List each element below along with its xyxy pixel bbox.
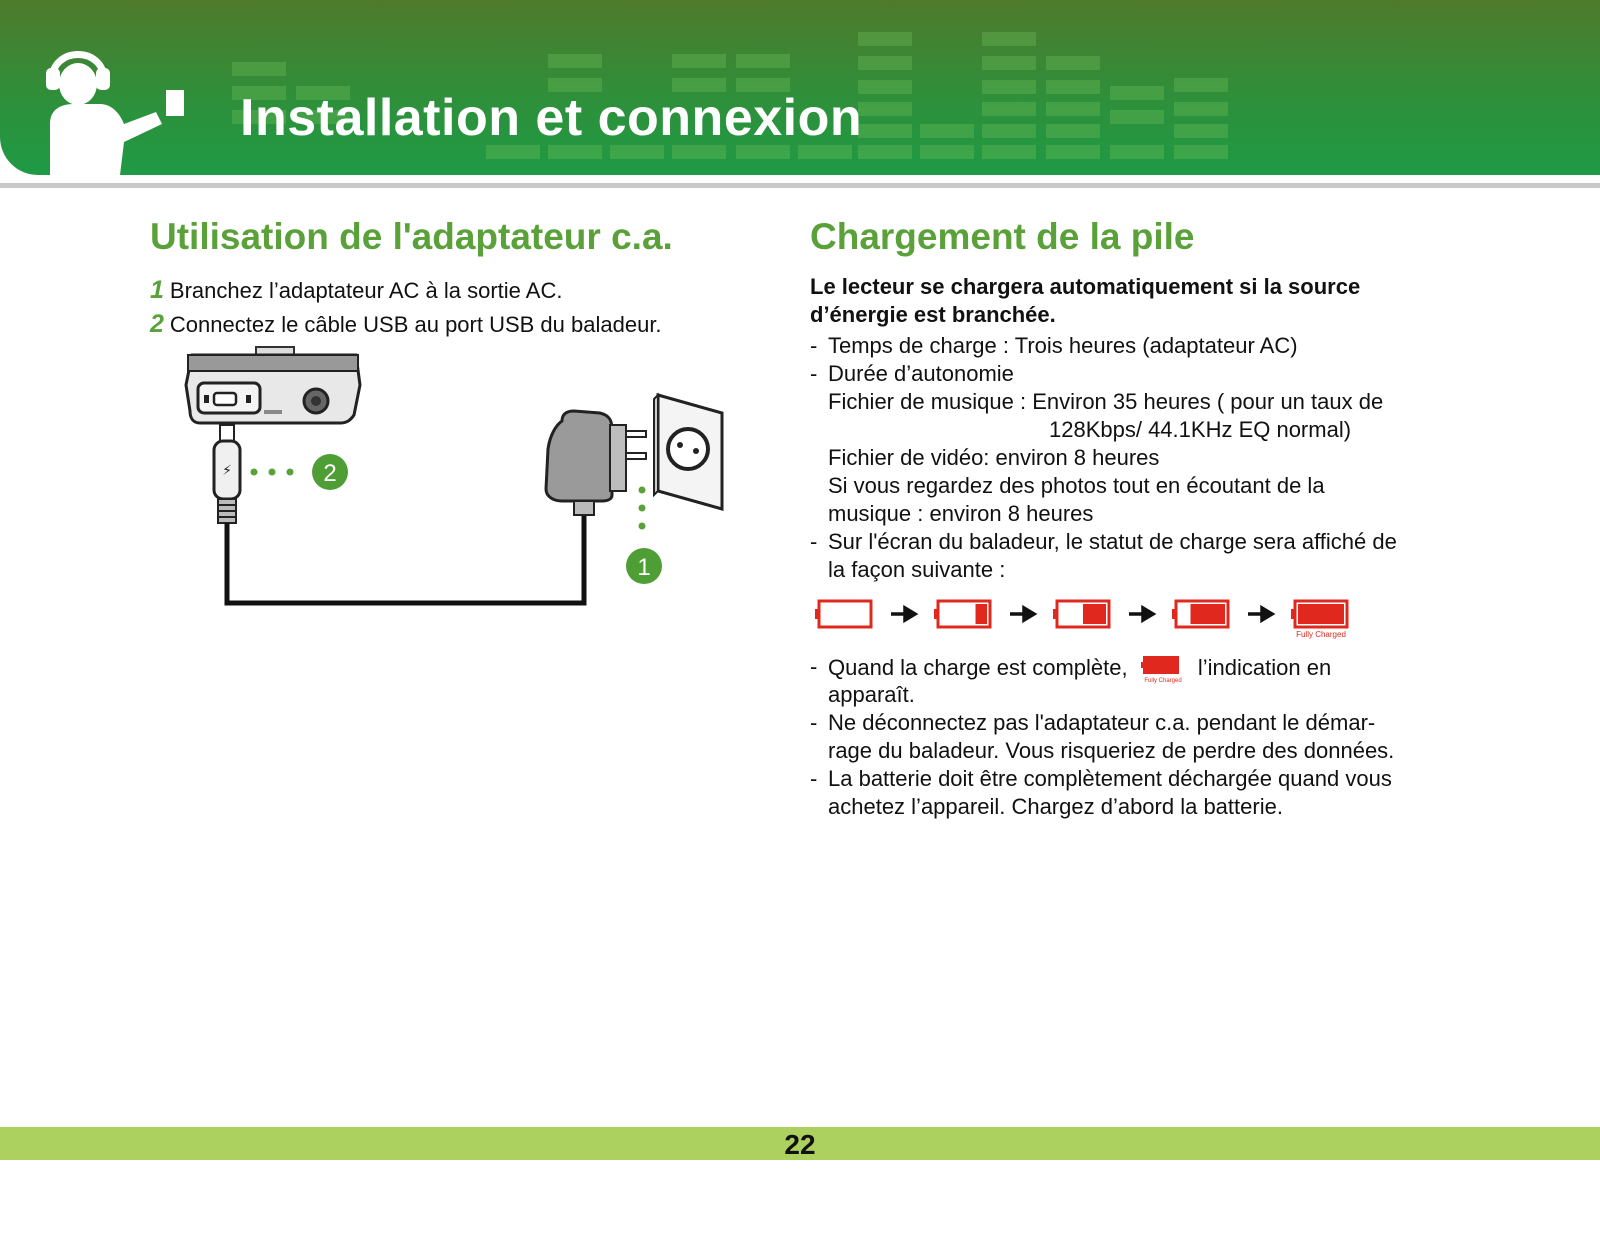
step-number: 1 <box>150 276 164 304</box>
battery-status-sequence: Fully Charged <box>815 599 1349 639</box>
full-battery-icon: Fully Charged <box>1140 656 1181 684</box>
adapter-connection-illustration: ⚡ 2 1 <box>184 346 724 606</box>
arrow-right-icon <box>1248 604 1276 624</box>
left-section-title: Utilisation de l'adaptateur c.a. <box>150 216 673 257</box>
charge-complete-line: Quand la charge est complète, Fully Char… <box>828 654 1331 684</box>
battery-level-icon <box>1053 599 1111 629</box>
charge-complete-before: Quand la charge est complète, <box>828 654 1128 680</box>
battery-tip <box>815 609 819 619</box>
equalizer-graphic <box>232 32 1228 159</box>
arrow-right-icon <box>1010 604 1038 624</box>
battery-level-icon <box>1172 599 1230 629</box>
header-banner: Installation et connexion <box>0 0 1600 175</box>
svg-text:⚡: ⚡ <box>222 463 232 479</box>
photos-line-1: Si vous regardez des photos tout en écou… <box>828 473 1325 498</box>
step-text: Connectez le câble USB au port USB du ba… <box>169 312 662 337</box>
bullet-dash: - <box>810 529 818 554</box>
battery-fill <box>975 604 987 624</box>
wall-outlet-icon <box>653 392 724 511</box>
video-autonomy: Fichier de vidéo: environ 8 heures <box>828 445 1160 470</box>
battery-note-line-2: achetez l’appareil. Chargez d’abord la b… <box>828 794 1283 819</box>
bullet-dash: - <box>810 710 818 735</box>
step-text: Branchez l’adaptateur AC à la sortie AC. <box>169 278 563 303</box>
battery-tip <box>934 609 938 619</box>
music-line-2: 128Kbps/ 44.1KHz EQ normal) <box>1049 417 1352 442</box>
music-line-1: Fichier de musique : Environ 35 heures (… <box>828 389 1384 414</box>
header-divider <box>0 183 1600 188</box>
disconnect-warning-line-1: Ne déconnectez pas l'adaptateur c.a. pen… <box>828 710 1376 735</box>
mp3-player-icon <box>184 346 362 425</box>
charging-lead-text: Le lecteur se chargera automatiquement s… <box>810 274 1361 327</box>
right-section-title: Chargement de la pile <box>810 216 1195 257</box>
screen-status-line-2: la façon suivante : <box>828 557 1006 582</box>
page-number: 22 <box>784 1129 816 1160</box>
footer-bar <box>0 1127 1600 1160</box>
arrow-right-icon <box>891 604 919 624</box>
callout-1-icon: 1 <box>626 548 662 584</box>
callout-dots <box>250 468 646 530</box>
ac-adapter-icon <box>544 409 647 516</box>
fully-charged-label: Fully Charged <box>1144 678 1181 684</box>
battery-note-line-1: La batterie doit être complètement décha… <box>828 766 1392 791</box>
charge-complete-line-2: apparaît. <box>828 682 915 707</box>
bullet-dash: - <box>810 654 818 679</box>
bullet-dash: - <box>810 766 818 791</box>
photos-line-2: musique : environ 8 heures <box>828 501 1094 526</box>
step-number: 2 <box>150 310 164 338</box>
callout-2-label: 2 <box>323 460 336 487</box>
arrow-right-icon <box>1129 604 1157 624</box>
battery-level-icon: Fully Charged <box>1291 599 1349 639</box>
bullet-dash: - <box>810 333 818 358</box>
battery-tip <box>1291 609 1295 619</box>
battery-tip <box>1053 609 1057 619</box>
usb-cable <box>224 515 587 606</box>
callout-2-icon: 2 <box>312 454 348 490</box>
battery-body <box>817 599 873 629</box>
battery-tip <box>1172 609 1176 619</box>
battery-fill <box>1190 604 1225 624</box>
disconnect-warning-line-2: rage du baladeur. Vous risqueriez de per… <box>828 738 1395 763</box>
autonomy-title: Durée d’autonomie <box>828 361 1014 386</box>
battery-fill <box>1083 604 1106 624</box>
battery-level-icon <box>815 599 873 629</box>
bullet-dash: - <box>810 361 818 386</box>
headphones-person-icon <box>46 51 184 175</box>
usb-plug-icon: ⚡ <box>212 424 242 524</box>
callout-1-label: 1 <box>637 554 650 581</box>
fully-charged-caption: Fully Charged <box>1296 630 1346 639</box>
battery-level-icon <box>934 599 992 629</box>
screen-status-line-1: Sur l'écran du baladeur, le statut de ch… <box>828 529 1397 554</box>
charge-complete-after: l’indication en <box>1197 654 1332 680</box>
page-header-title: Installation et connexion <box>240 89 863 147</box>
battery-fill <box>1298 604 1344 624</box>
charge-time: Temps de charge : Trois heures (adaptate… <box>828 333 1298 358</box>
